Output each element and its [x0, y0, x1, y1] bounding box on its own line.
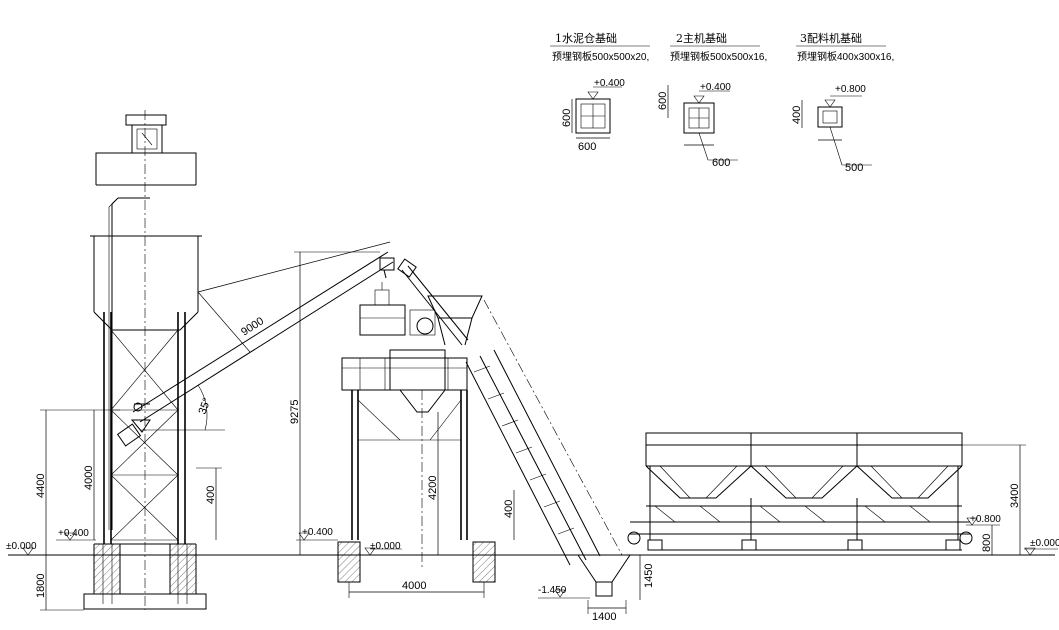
mixer-foundations [337, 541, 496, 583]
foundation-detail-3: 3配料机基础 预埋钢板400x300x16, +0.800 400 500 [791, 31, 894, 174]
batcher-base-dim: 800 [981, 534, 993, 552]
foundation-2-spec: 预埋钢板500x500x16, [670, 50, 767, 63]
silo-inner-height-dim: 4000 [83, 466, 95, 490]
level-pit: -1.450 [538, 585, 567, 596]
foundation-1-title: 1水泥仓基础 [555, 31, 617, 45]
foundation-1-width-dim: 600 [578, 141, 596, 153]
mixer-dimensions: 9275 4200 400 4000 +0.400 ±0.000 [289, 251, 515, 598]
level-ground-left: ±0.000 [6, 541, 37, 552]
silo-total-height-dim: 4400 [35, 474, 47, 498]
screw-angle-dim: 35° [197, 396, 214, 416]
silo-foundation-depth-dim: 1800 [35, 574, 47, 598]
foundation-2-level: +0.400 [700, 82, 731, 93]
main-height-dim: 9275 [289, 400, 301, 424]
batcher-dimensions: 3400 800 +0.800 ±0.000 [962, 444, 1059, 556]
foundation-2-title: 2主机基础 [676, 31, 727, 45]
foundation-1-level: +0.400 [594, 78, 625, 89]
foundation-1-height-dim: 600 [561, 109, 573, 127]
batcher-height-dim: 3400 [1009, 484, 1021, 508]
main-footing-dim: 400 [503, 500, 515, 518]
level-silo-base: +0.400 [58, 528, 89, 539]
foundation-2-height-dim: 600 [657, 92, 669, 110]
level-main-base: +0.400 [302, 527, 333, 538]
conveyor-pit: 1450 1400 -1.450 [538, 554, 655, 623]
pit-depth-dim: 1450 [643, 564, 655, 588]
mixer-station [341, 258, 483, 570]
foundation-1-spec: 预埋钢板500x500x20, [552, 50, 649, 63]
level-ground-right: ±0.000 [1030, 538, 1059, 549]
belt-conveyor [465, 299, 623, 566]
silo-dimensions: 4400 4000 400 1800 ±0.000 +0.400 [6, 409, 222, 611]
foundation-3-spec: 预埋钢板400x300x16, [797, 50, 894, 63]
foundation-3-width-dim: 500 [845, 162, 863, 174]
silo-foundation [83, 543, 207, 610]
foundation-detail-1: 1水泥仓基础 预埋钢板500x500x20, +0.400 600 600 [550, 31, 650, 153]
level-batcher-base: +0.800 [970, 514, 1001, 525]
main-span-dim: 4000 [402, 580, 426, 592]
level-main-ground: ±0.000 [370, 541, 401, 552]
foundation-detail-2: 2主机基础 预埋钢板500x500x16, +0.400 600 600 [657, 31, 767, 169]
foundation-3-height-dim: 400 [791, 106, 803, 124]
foundation-3-level: +0.800 [835, 84, 866, 95]
aggregate-batcher [627, 432, 973, 551]
foundation-3-title: 3配料机基础 [800, 31, 862, 45]
screw-conveyor: 9000 35° [132, 241, 395, 431]
silo-leg-base-dim: 400 [205, 486, 217, 504]
cement-silo [90, 110, 202, 610]
main-leg-height-dim: 4200 [427, 476, 439, 500]
screw-length-dim: 9000 [239, 315, 266, 338]
pit-width-dim: 1400 [592, 611, 616, 623]
foundation-2-width-dim: 600 [712, 157, 730, 169]
